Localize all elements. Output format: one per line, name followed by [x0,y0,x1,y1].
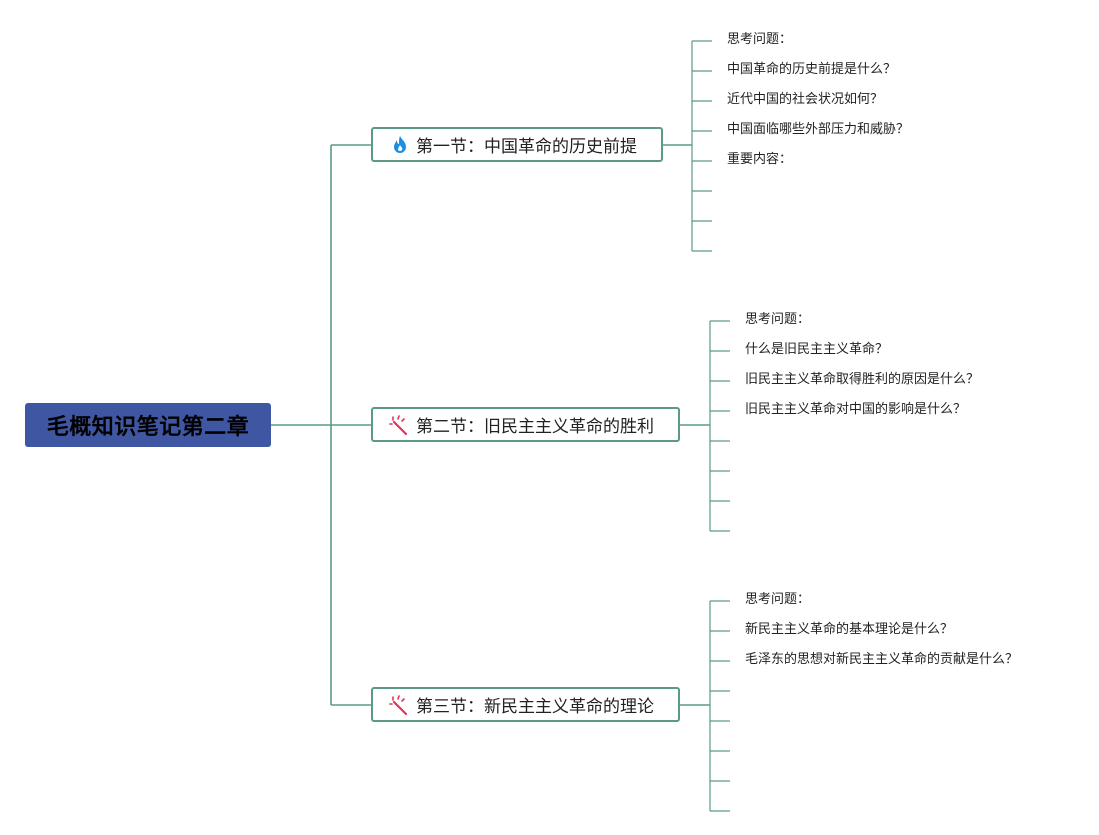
magic-wand-icon [389,414,411,436]
root-node[interactable]: 毛概知识笔记第二章 [25,403,271,447]
section-title: 第三节：新民主主义革命的理论 [416,697,654,717]
section-node-3[interactable]: 第三节：新民主主义革命的理论 [371,687,680,722]
section-node-1[interactable]: 第一节：中国革命的历史前提 [371,127,663,162]
fire-icon [389,134,411,156]
leaf-item[interactable]: 中国革命的历史前提是什么？ [727,62,897,77]
leaf-item[interactable]: 中国面临哪些外部压力和威胁？ [727,122,910,137]
leaf-item[interactable]: 近代中国的社会状况如何？ [727,92,884,107]
section-title: 第一节：中国革命的历史前提 [416,137,637,157]
leaf-item[interactable]: 新民主主义革命的基本理论是什么？ [745,622,954,637]
root-title: 毛概知识笔记第二章 [46,415,250,440]
leaf-item[interactable]: 什么是旧民主主义革命？ [745,342,889,357]
section-node-2[interactable]: 第二节：旧民主主义革命的胜利 [371,407,680,442]
leaf-item[interactable]: 思考问题： [745,312,811,327]
leaf-item[interactable]: 重要内容： [727,152,793,167]
leaf-item[interactable]: 旧民主主义革命取得胜利的原因是什么？ [745,372,980,387]
leaf-item[interactable]: 旧民主主义革命对中国的影响是什么？ [745,402,967,417]
leaf-item[interactable]: 思考问题： [745,592,811,607]
magic-wand-icon [389,694,411,716]
leaf-item[interactable]: 毛泽东的思想对新民主主义革命的贡献是什么？ [745,652,1019,667]
leaf-item[interactable]: 思考问题： [727,32,793,47]
section-title: 第二节：旧民主主义革命的胜利 [416,417,654,437]
